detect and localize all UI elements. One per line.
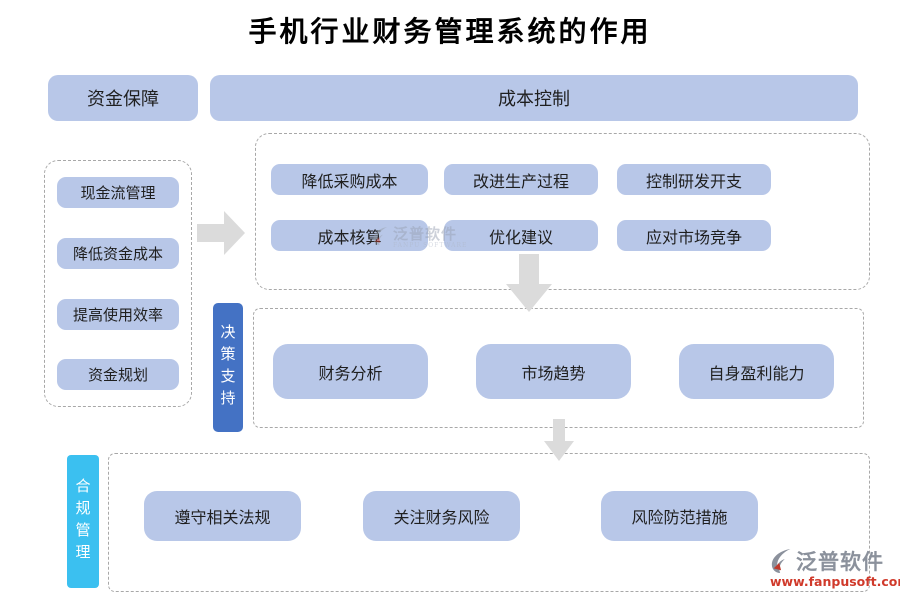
funding-node: 提高使用效率	[57, 299, 179, 330]
funding-node: 现金流管理	[57, 177, 179, 208]
brand-logo: 泛普软件 www.fanpusoft.com	[770, 546, 900, 589]
decision-node: 自身盈利能力	[679, 344, 834, 399]
funding-node: 降低资金成本	[57, 238, 179, 269]
brand-website: www.fanpusoft.com	[770, 574, 900, 589]
brand-logo-icon	[770, 548, 794, 574]
cost-node: 成本核算	[271, 220, 428, 251]
header-cost-control-box: 成本控制	[210, 75, 858, 121]
cost-node: 优化建议	[444, 220, 598, 251]
compliance-panel: 遵守相关法规 关注财务风险 风险防范措施	[108, 453, 870, 592]
decision-node: 市场趋势	[476, 344, 631, 399]
cost-node: 改进生产过程	[444, 164, 598, 195]
arrow-down-icon	[506, 254, 552, 312]
cost-node: 应对市场竞争	[617, 220, 771, 251]
brand-name: 泛普软件	[796, 550, 884, 574]
decision-node: 财务分析	[273, 344, 428, 399]
funding-panel: 现金流管理 降低资金成本 提高使用效率 资金规划	[44, 160, 192, 407]
cost-node: 降低采购成本	[271, 164, 428, 195]
decision-support-label: 决策支持	[213, 303, 243, 432]
header-funding-box: 资金保障	[48, 75, 198, 121]
compliance-node: 风险防范措施	[601, 491, 758, 541]
cost-panel: 降低采购成本 改进生产过程 控制研发开支 成本核算 优化建议 应对市场竞争	[255, 133, 870, 290]
decision-panel: 财务分析 市场趋势 自身盈利能力	[253, 308, 864, 428]
cost-node: 控制研发开支	[617, 164, 771, 195]
compliance-label: 合规管理	[67, 455, 99, 588]
funding-node: 资金规划	[57, 359, 179, 390]
compliance-node: 关注财务风险	[363, 491, 520, 541]
compliance-node: 遵守相关法规	[144, 491, 301, 541]
page-title: 手机行业财务管理系统的作用	[248, 15, 652, 48]
arrow-down-small-icon	[544, 419, 574, 461]
arrow-right-icon	[197, 211, 245, 255]
